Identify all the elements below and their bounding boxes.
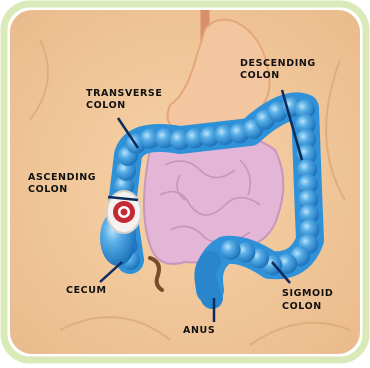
label-cecum: CECUM <box>66 285 107 296</box>
label-transverse-colon-2: COLON <box>86 100 126 111</box>
label-descending-colon-2: COLON <box>240 70 280 81</box>
label-sigmoid-colon-2: COLON <box>282 301 322 312</box>
label-descending-colon: DESCENDING <box>240 58 316 69</box>
colon-bead <box>221 240 241 260</box>
label-anus: ANUS <box>183 325 215 336</box>
rectum-illustration <box>205 262 212 298</box>
label-transverse-colon: TRANSVERSE <box>86 88 162 99</box>
label-ascending-colon: ASCENDING <box>28 172 96 183</box>
colon-lumen-center <box>121 209 128 216</box>
label-ascending-colon-2: COLON <box>28 184 68 195</box>
label-sigmoid-colon: SIGMOID <box>282 288 333 299</box>
